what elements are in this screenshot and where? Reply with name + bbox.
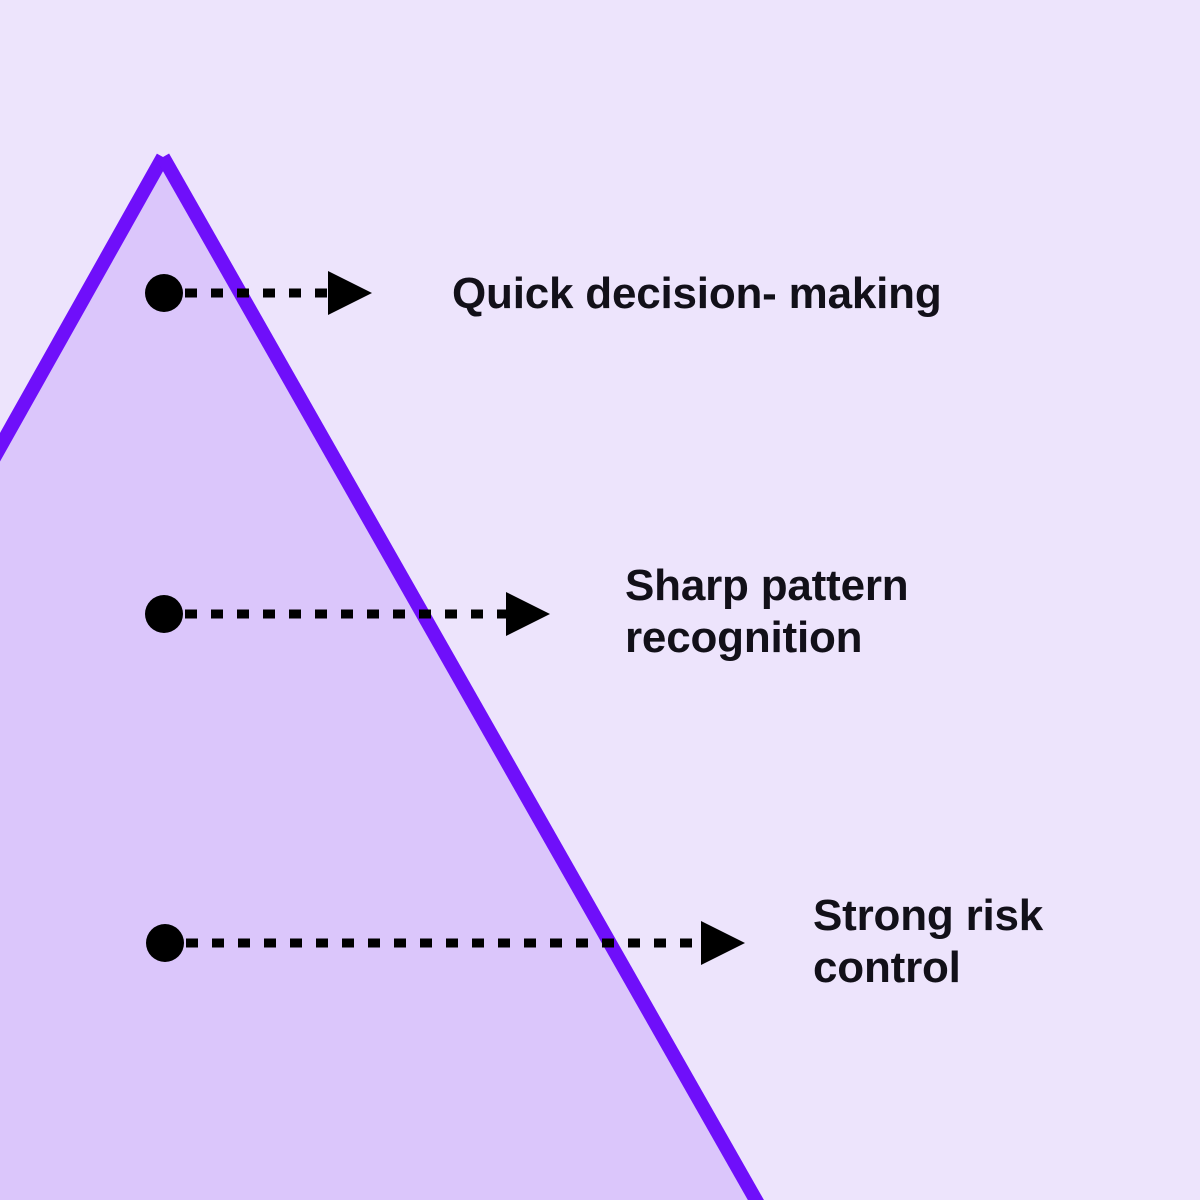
callout-label-sharp-pattern-recognition: Sharp pattern recognition — [625, 561, 909, 662]
connector-arrowhead — [701, 921, 745, 965]
connector-quick-decision-making — [145, 271, 372, 315]
connector-arrowhead — [328, 271, 372, 315]
callout-label-strong-risk-control: Strong risk control — [813, 891, 1044, 992]
triangle-right-edge — [156, 153, 764, 1200]
connector-dot — [146, 924, 184, 962]
connector-sharp-pattern-recognition — [145, 592, 550, 636]
connector-dot — [145, 595, 183, 633]
connector-arrowhead — [506, 592, 550, 636]
connector-strong-risk-control — [146, 921, 745, 965]
callout-label-quick-decision-making: Quick decision- making — [452, 269, 942, 318]
connector-dot — [145, 274, 183, 312]
triangle-left-edge — [0, 153, 170, 462]
